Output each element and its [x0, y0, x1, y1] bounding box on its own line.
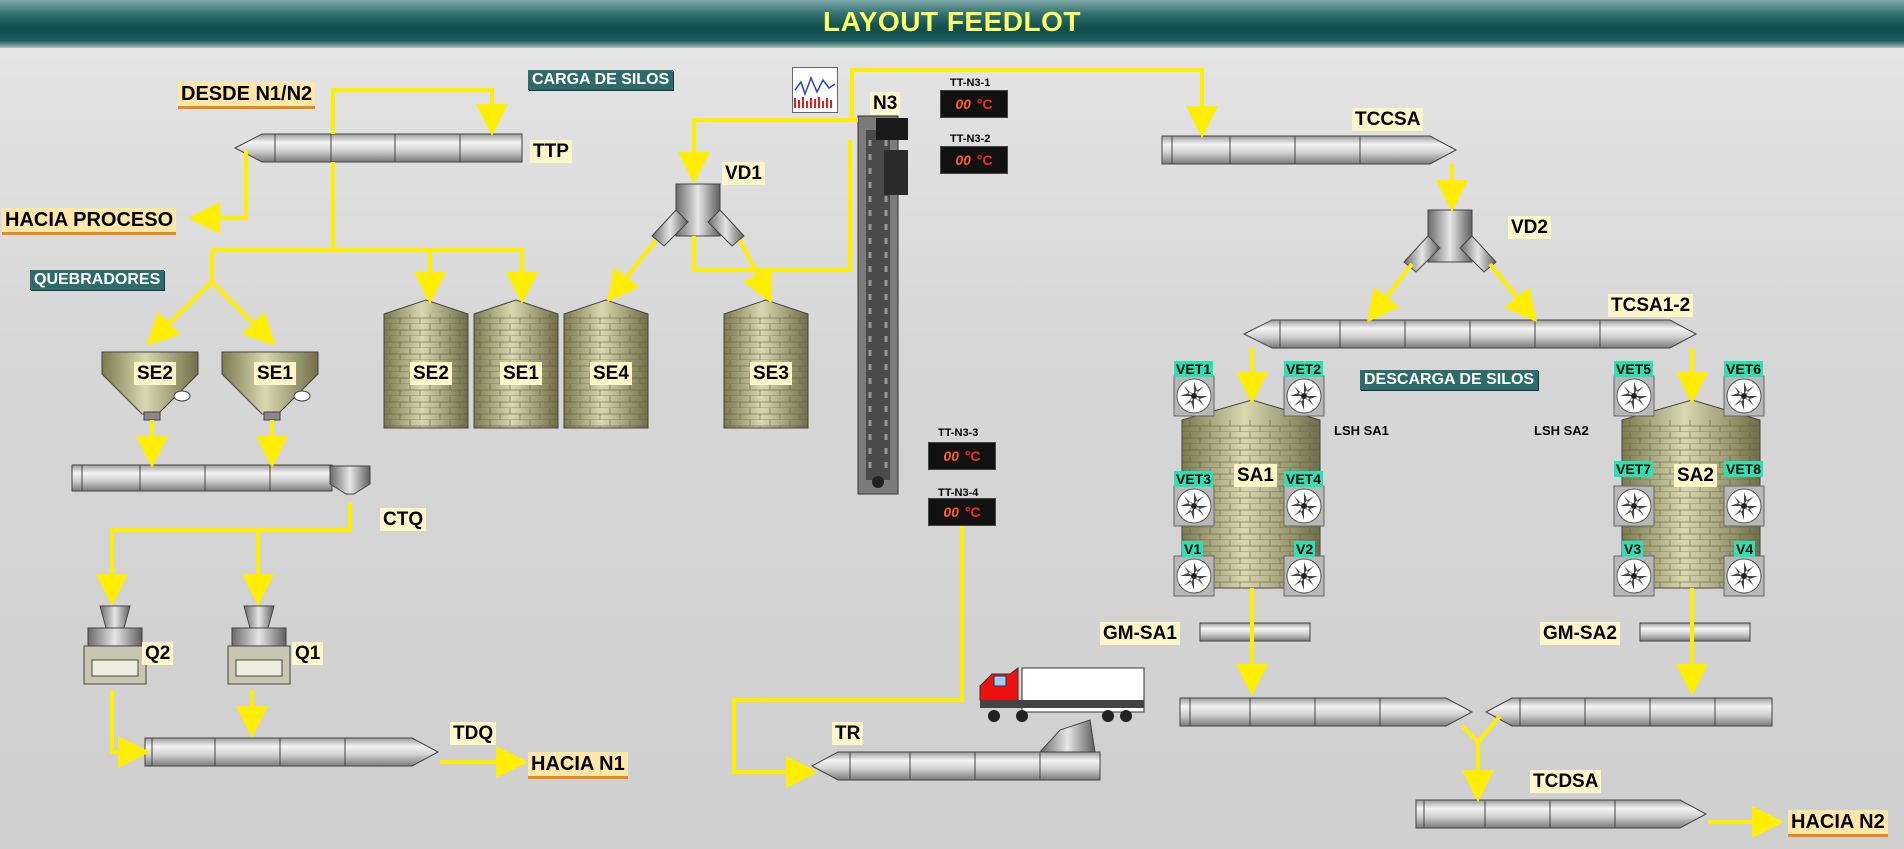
label-carga-de-silos: CARGA DE SILOS: [528, 70, 674, 90]
elevator-n3[interactable]: [857, 115, 908, 495]
fan-v1[interactable]: [1173, 555, 1215, 597]
tag-vet4: VET4: [1284, 471, 1324, 487]
fan-v3[interactable]: [1613, 555, 1655, 597]
temp-display-tt-n3-1[interactable]: 00 °C: [940, 90, 1008, 118]
temp-tag-tt-n3-4: TT-N3-4: [938, 487, 979, 499]
label-silo-se1: SE1: [500, 362, 542, 385]
fan-vet4[interactable]: [1283, 485, 1325, 527]
label-tcdsa: TCDSA: [1530, 770, 1602, 793]
conveyor-gm-sa1[interactable]: [1199, 622, 1311, 642]
trend-chart-icon[interactable]: [792, 67, 838, 113]
tag-vet7: VET7: [1614, 461, 1654, 477]
tag-vet3: VET3: [1174, 471, 1214, 487]
conveyor-tcsa1-2[interactable]: [1242, 319, 1698, 349]
fan-v4[interactable]: [1723, 555, 1765, 597]
label-gm-sa1: GM-SA1: [1100, 622, 1180, 645]
label-vd1: VD1: [722, 162, 765, 185]
tag-v3: V3: [1622, 541, 1644, 557]
tag-vet6: VET6: [1724, 361, 1764, 377]
tag-vet1: VET1: [1174, 361, 1214, 377]
crusher-q2[interactable]: [83, 605, 147, 685]
conveyor-tr[interactable]: [810, 719, 1101, 781]
temp-display-tt-n3-3[interactable]: 00 °C: [928, 442, 996, 470]
label-lsh-sa2: LSH SA2: [1534, 423, 1589, 438]
truck-icon: [979, 667, 1145, 722]
fan-vet8[interactable]: [1723, 485, 1765, 527]
tag-vet2: VET2: [1284, 361, 1324, 377]
conveyor-discharge-sa2[interactable]: [1484, 697, 1773, 727]
temp-display-tt-n3-4[interactable]: 00 °C: [928, 498, 996, 526]
label-vd2: VD2: [1508, 216, 1551, 239]
conveyor-discharge-sa1[interactable]: [1179, 697, 1474, 727]
conveyor-tccsa[interactable]: [1161, 135, 1458, 165]
flow-lines: [96, 68, 1784, 838]
temp-value: 00: [943, 504, 959, 520]
fan-vet3[interactable]: [1173, 485, 1215, 527]
fan-vet5[interactable]: [1613, 375, 1655, 417]
conveyor-tdq[interactable]: [144, 737, 440, 767]
label-silo-se2: SE2: [410, 362, 452, 385]
label-tcsa1-2: TCSA1-2: [1608, 294, 1694, 317]
label-hacia-n2: HACIA N2: [1788, 810, 1888, 834]
diverter-vd2[interactable]: [1403, 209, 1497, 273]
temp-unit: °C: [964, 504, 981, 520]
label-q2: Q2: [142, 642, 174, 665]
temp-tag-tt-n3-2: TT-N3-2: [950, 133, 991, 145]
label-silo-se4: SE4: [590, 362, 632, 385]
conveyor-gm-sa2[interactable]: [1639, 622, 1751, 642]
conveyor-tcdsa[interactable]: [1415, 799, 1708, 829]
label-gm-sa2: GM-SA2: [1540, 622, 1620, 645]
label-desde-n1-n2: DESDE N1/N2: [178, 82, 316, 106]
temp-value: 00: [955, 152, 971, 168]
page-title: LAYOUT FEEDLOT: [823, 6, 1081, 37]
temp-unit: °C: [976, 96, 993, 112]
temp-tag-tt-n3-3: TT-N3-3: [938, 427, 979, 439]
tag-vet5: VET5: [1614, 361, 1654, 377]
temp-value: 00: [943, 448, 959, 464]
tag-v2: V2: [1294, 541, 1316, 557]
tag-vet8: VET8: [1724, 461, 1764, 477]
temp-display-tt-n3-2[interactable]: 00 °C: [940, 146, 1008, 174]
crusher-q1[interactable]: [227, 605, 291, 685]
label-ttp: TTP: [530, 140, 572, 163]
temp-value: 00: [955, 96, 971, 112]
label-quebradores: QUEBRADORES: [30, 270, 165, 290]
temp-tag-tt-n3-1: TT-N3-1: [950, 77, 991, 89]
label-hacia-proceso: HACIA PROCESO: [2, 208, 177, 232]
label-tr: TR: [832, 722, 864, 745]
label-hacia-n1: HACIA N1: [528, 752, 628, 776]
tag-v1: V1: [1182, 541, 1204, 557]
label-hopper-se1: SE1: [254, 362, 296, 385]
diverter-vd1[interactable]: [651, 183, 745, 247]
label-descarga-de-silos: DESCARGA DE SILOS: [1360, 370, 1539, 390]
fan-vet7[interactable]: [1613, 485, 1655, 527]
fan-vet2[interactable]: [1283, 375, 1325, 417]
fan-v2[interactable]: [1283, 555, 1325, 597]
label-n3: N3: [870, 92, 901, 115]
label-tdq: TDQ: [450, 722, 497, 745]
conveyor-ctq[interactable]: [71, 464, 371, 495]
temp-unit: °C: [964, 448, 981, 464]
tag-v4: V4: [1734, 541, 1756, 557]
fan-vet6[interactable]: [1723, 375, 1765, 417]
conveyor-ttp[interactable]: [233, 133, 523, 163]
label-ctq: CTQ: [380, 508, 427, 531]
label-tccsa: TCCSA: [1352, 108, 1424, 131]
label-lsh-sa1: LSH SA1: [1334, 423, 1389, 438]
label-hopper-se2: SE2: [134, 362, 176, 385]
label-silo-se3: SE3: [750, 362, 792, 385]
label-silo-sa1: SA1: [1234, 464, 1277, 487]
fan-vet1[interactable]: [1173, 375, 1215, 417]
temp-unit: °C: [976, 152, 993, 168]
label-q1: Q1: [292, 642, 324, 665]
title-bar: LAYOUT FEEDLOT: [0, 0, 1904, 48]
label-silo-sa2: SA2: [1674, 464, 1717, 487]
